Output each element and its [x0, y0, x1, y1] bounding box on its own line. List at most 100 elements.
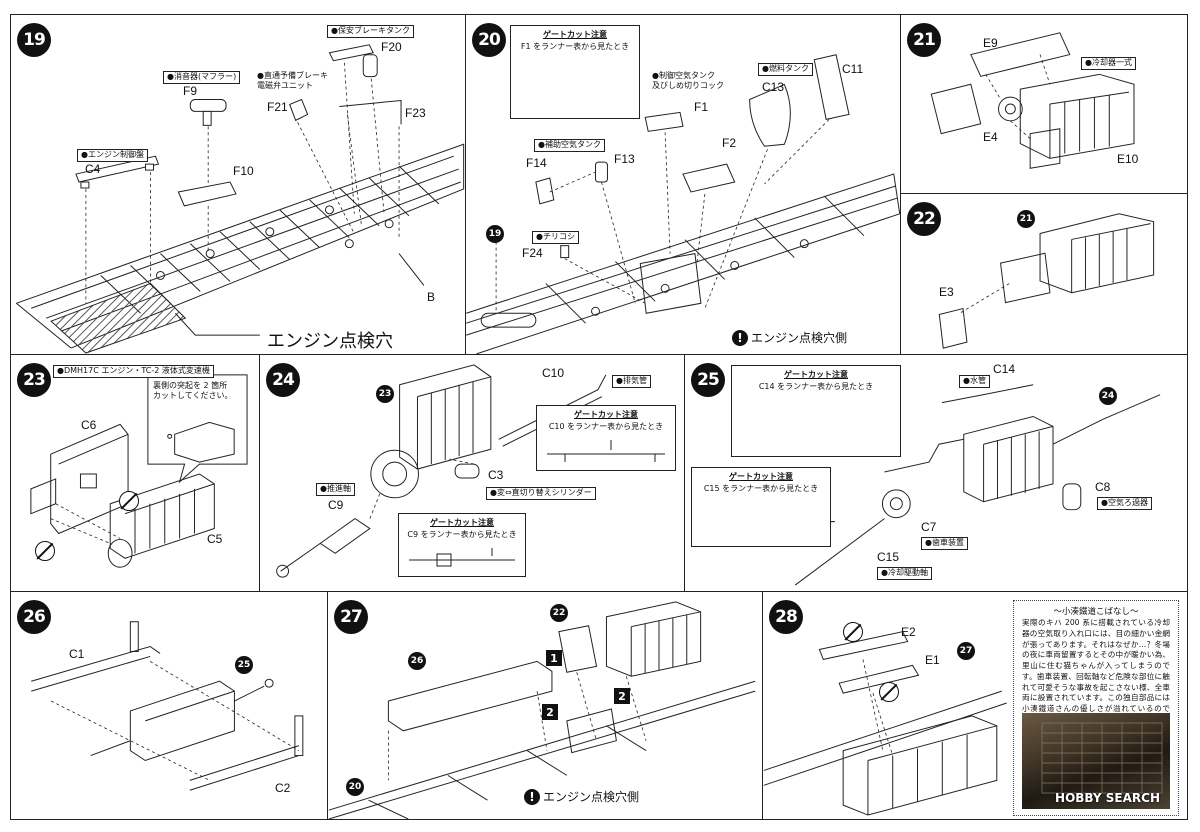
ref-step-24: 24: [1099, 387, 1117, 405]
ref-step-27: 27: [957, 642, 975, 660]
part-c11: C11: [842, 62, 864, 76]
part-c6: C6: [81, 418, 97, 432]
step-27-drawing: [328, 601, 756, 819]
order-marker-2: 2: [542, 704, 558, 720]
part-e2: E2: [901, 625, 916, 639]
part-f24: F24: [522, 246, 543, 260]
part-c13: C13: [762, 80, 785, 94]
warning-icon: !: [732, 329, 748, 346]
ref-step-22: 22: [550, 604, 568, 622]
part-e3: E3: [939, 285, 954, 299]
step-number-23: 23: [17, 363, 51, 397]
part-f23: F23: [405, 106, 426, 120]
step-20-panel: 20 ゲートカット注意 F1 をランナー表から見たとき ●制御空気タンク 及びし…: [465, 14, 901, 355]
part-c4: C4: [85, 162, 101, 176]
gate-cut-f1-text: F1 をランナー表から見たとき: [520, 42, 630, 51]
gate-cut-c9-title: ゲートカット注意: [430, 518, 494, 527]
part-f1: F1: [694, 100, 709, 114]
part-f20: F20: [381, 40, 402, 54]
ref-step-25: 25: [235, 656, 253, 674]
step-23-drawing: [30, 374, 248, 568]
ref-step-26: 26: [408, 652, 426, 670]
cut-symbol-icon: [843, 622, 863, 642]
part-f2: F2: [722, 136, 737, 150]
part-c14: C14: [993, 362, 1016, 376]
step-22-panel: 22 21 E3: [900, 193, 1188, 355]
fuel-tank-label: ●燃料タンク: [758, 63, 813, 76]
order-marker-2: 2: [614, 688, 630, 704]
step-21-panel: 21 E9 ●冷却器一式 E4 E10: [900, 14, 1188, 194]
part-f10: F10: [233, 164, 254, 178]
cut-protrusion-note-line-2: カットしてください。: [153, 391, 233, 400]
ref-step-21: 21: [1017, 210, 1035, 228]
cooler-drive-shaft-label: ●冷却駆動軸: [877, 567, 932, 580]
story-title: 〜小湊鐵道こばなし〜: [1053, 607, 1139, 617]
ref-step-20: 20: [346, 778, 364, 796]
control-tank-label-line-1: ●制御空気タンク: [652, 71, 715, 80]
part-c1: C1: [69, 647, 85, 661]
step-number-25: 25: [691, 363, 725, 397]
gate-cut-c14-text: C14 をランナー表から見たとき: [758, 382, 874, 391]
step-number-24: 24: [266, 363, 300, 397]
cut-symbol-icon: [119, 491, 139, 511]
safety-brake-tank-label: ●保安ブレーキタンク: [327, 25, 414, 38]
part-c8: C8: [1095, 480, 1111, 494]
warning-icon: !: [524, 788, 540, 805]
engine-inspection-side-text: エンジン点検穴側: [543, 790, 640, 804]
part-c3: C3: [488, 468, 504, 482]
part-b: B: [427, 290, 436, 304]
cut-protrusion-note: 裏側の突起を 2 箇所 カットしてください。: [153, 381, 233, 401]
step-number-27: 27: [334, 600, 368, 634]
cut-symbol-icon: [35, 541, 55, 561]
gate-cut-c9-drawing: [409, 548, 515, 567]
story-body: 実際のキハ 200 系に搭載されている冷却器の空気取り入れ口には、目の細かい金網…: [1022, 618, 1170, 724]
gate-cut-f1-box: ゲートカット注意 F1 をランナー表から見たとき: [510, 25, 640, 119]
part-c5: C5: [207, 532, 223, 546]
part-f14: F14: [526, 156, 547, 170]
part-e9: E9: [983, 36, 998, 50]
muffler-label: ●消音器(マフラー): [163, 71, 241, 84]
control-tank-label-line-2: 及びしめ切りコック: [652, 81, 724, 90]
cooler-intake-photo: HOBBY SEARCH: [1022, 713, 1170, 809]
shift-cylinder-label: ●変⇔直切り替えシリンダー: [486, 487, 596, 500]
photo-drawing: [1041, 722, 1163, 794]
gate-cut-c9-text: C9 をランナー表から見たとき: [407, 530, 517, 539]
control-tank-label: ●制御空気タンク 及びしめ切りコック: [652, 71, 724, 91]
step-24-panel: 24 23 C10 ●排気管 ゲートカット注意 C10 をランナー表から見たとき…: [259, 354, 685, 592]
step-number-28: 28: [769, 600, 803, 634]
brake-valve-label: ●直通予備ブレーキ 電磁弁ユニット: [257, 71, 328, 91]
part-f21: F21: [267, 100, 288, 114]
part-c2: C2: [275, 781, 291, 795]
gate-cut-c15-box: ゲートカット注意 C15 をランナー表から見たとき: [691, 467, 831, 547]
cooler-set-label: ●冷却器一式: [1081, 57, 1136, 70]
part-c7: C7: [921, 520, 937, 534]
brake-valve-label-line-1: ●直通予備ブレーキ: [257, 71, 328, 80]
exhaust-pipe-label: ●排気管: [612, 375, 651, 388]
step-27-panel: 27 22 26 20 1 2 2 ! エンジン点検穴側: [327, 591, 763, 820]
ref-step-23: 23: [376, 385, 394, 403]
part-e1: E1: [925, 653, 940, 667]
step-20-drawing: [466, 54, 900, 354]
step-19-drawing: [15, 44, 465, 354]
gate-cut-c14-title: ゲートカット注意: [784, 370, 848, 379]
engine-control-panel-label: ●エンジン制御盤: [77, 149, 148, 162]
part-c15: C15: [877, 550, 900, 564]
engine-inspection-side-label: ! エンジン点検穴側: [524, 788, 639, 805]
water-pipe-label: ●水管: [959, 375, 990, 388]
gate-cut-c15-title: ゲートカット注意: [729, 472, 793, 481]
step-28-panel: 28 E2 E1 27 〜小湊鐵道こばなし〜 実際のキハ 200 系に搭載されて…: [762, 591, 1188, 820]
step-22-drawing: [938, 213, 1155, 349]
gate-cut-c10-box: ゲートカット注意 C10 をランナー表から見たとき: [536, 405, 676, 471]
step-number-19: 19: [17, 23, 51, 57]
ref-step-19: 19: [486, 225, 504, 243]
step-25-panel: 25 ゲートカット注意 C14 をランナー表から見たとき C14 ●水管 24 …: [684, 354, 1188, 592]
engine-transmission-label: ●DMH17C エンジン・TC-2 液体式変速機: [53, 365, 214, 378]
part-f9: F9: [183, 84, 198, 98]
step-28-drawing: [763, 631, 1007, 816]
engine-inspection-hole-label: エンジン点検穴: [267, 331, 393, 352]
engine-inspection-side-label: ! エンジン点検穴側: [732, 329, 847, 346]
step-26-panel: 26 C1 25 C2: [10, 591, 328, 820]
air-filter-label: ●空気ろ過器: [1097, 497, 1152, 510]
step-number-22: 22: [907, 202, 941, 236]
